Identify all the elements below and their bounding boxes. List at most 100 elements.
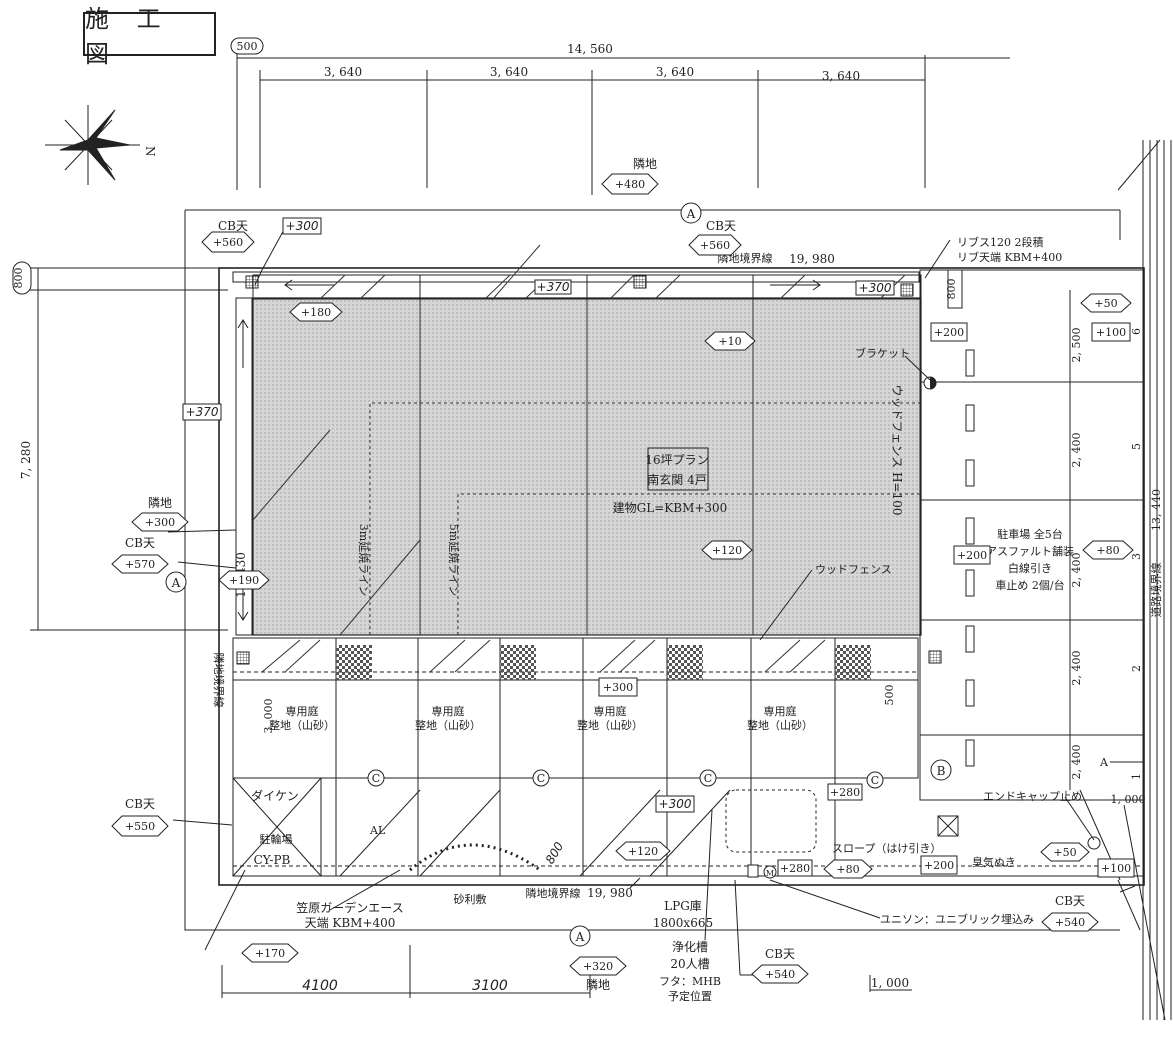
level-text-v190: +190 (229, 574, 259, 587)
marker-a-left: A (171, 576, 181, 590)
level-text-cb-left: +570 (125, 558, 155, 571)
level-text-hw-300-top: +300 (286, 219, 319, 233)
plan-entrance-label: 南玄関 4戸 (647, 472, 706, 487)
hatching-top (319, 274, 906, 300)
septic-label: 浄化槽 (672, 940, 708, 954)
level-text-hw-300-lower: +300 (659, 797, 692, 811)
boundary-left-label: 隣地境界線 (212, 653, 226, 708)
lower-walkway (232, 777, 1144, 877)
parking-label-2: アスファルト舗装 (986, 544, 1074, 558)
lpg-label: LPG庫 (664, 899, 702, 913)
cb-ten-bottom-mid-label: CB天 (765, 947, 795, 961)
marker-a-top: A (686, 207, 696, 221)
level-text-v50-top: +50 (1094, 297, 1117, 310)
level-marker-v80-lower: +80 (823, 859, 873, 879)
plan-label: 16坪プラン (645, 453, 708, 467)
level-text-neighbor-bottom: +320 (583, 960, 613, 973)
level-text-cb-left-top: +560 (213, 236, 243, 249)
level-text-cb-bottom-right: +540 (1055, 916, 1085, 929)
svg-text:M: M (766, 869, 774, 878)
level-text-v180: +180 (301, 306, 331, 319)
level-text-v200-mid: +200 (957, 549, 987, 562)
grate-icon (236, 275, 942, 665)
level-marker-neighbor-bottom: +320 (569, 956, 627, 976)
garden-right-dim: 500 (883, 685, 896, 706)
cb-ten-side-label: CB天 (125, 536, 155, 550)
level-marker-cb-left-top: +560 (201, 231, 255, 253)
level-marker-v50-lower: +50 (1040, 842, 1090, 862)
level-marker-v200-mid: +200 (953, 545, 991, 565)
neighbor-left-label: 隣地 (148, 495, 172, 510)
building-footprint (252, 297, 922, 636)
lpg-size-label: 1800x665 (653, 916, 713, 930)
marker-a-bottom: A (575, 930, 585, 944)
level-marker-v120-lower: +120 (615, 841, 671, 861)
garden-edge-label: 笠原ガーデンエース (296, 900, 403, 915)
level-marker-hw-300-lower: +300 (655, 795, 695, 813)
level-text-hw-370-mid: +370 (537, 280, 570, 294)
marker-c-1: C (372, 772, 380, 785)
level-marker-v190: +190 (218, 570, 270, 590)
stall-1: 1 (1130, 773, 1143, 780)
utility-marks (937, 789, 1121, 881)
park1-dim: 2, 500 (1070, 328, 1083, 363)
garden-label-1: 専用庭 (286, 704, 319, 718)
level-marker-neighbor-left: +300 (131, 512, 189, 532)
hatching-building (252, 244, 541, 636)
level-text-v80-lower: +80 (836, 863, 859, 876)
level-marker-v300-garden: +300 (598, 677, 638, 697)
garden-label-3: 専用庭 (594, 704, 627, 718)
garden-level-4: 整地（山砂） (747, 718, 813, 732)
level-text-cb-mid-top: +560 (700, 239, 730, 252)
row-b-right-dim: 1, 000 (1111, 793, 1146, 806)
septic-position: 予定位置 (668, 989, 712, 1003)
park4-dim: 2, 400 (1070, 651, 1083, 686)
level-text-cb-bottom-mid: +540 (765, 968, 795, 981)
marker-c-4: C (871, 774, 879, 787)
cb-ten-left-label: CB天 (218, 219, 248, 233)
right-depth-dim: 13, 440 (1150, 489, 1163, 531)
level-marker-v280-a: +280 (827, 783, 863, 801)
septic-capacity: 20人槽 (670, 957, 709, 971)
level-marker-v100-top: +100 (1091, 322, 1131, 342)
neighbor-bottom-label: 隣地 (586, 977, 610, 992)
compass-icon (45, 105, 140, 185)
marker-c-2: C (537, 772, 545, 785)
bracket-label: ブラケット (855, 346, 910, 360)
park2-dim: 2, 400 (1070, 433, 1083, 468)
garden-hatch (261, 639, 826, 673)
level-text-v100-top: +100 (1096, 326, 1126, 339)
fence-height-label: ウッドフェンス H=100 (890, 385, 904, 516)
garden-edge-height: 天端 KBM+400 (305, 916, 396, 930)
neighbor-top-label: 隣地 (633, 156, 657, 171)
level-text-cb-bottom-left: +550 (125, 820, 155, 833)
level-text-v120-lower: +120 (628, 845, 658, 858)
circle-markers: A A A B C C C C (165, 202, 952, 947)
garden-depth-dim: 3, 000 (262, 699, 275, 734)
parking-label-4: 車止め 2個/台 (995, 578, 1064, 592)
septic-lid: フタ：MHB (659, 975, 721, 988)
al-label: AL (369, 824, 386, 837)
gl-label: 建物GL=KBM+300 (613, 501, 728, 515)
parking-label-3: 白線引き (1008, 561, 1052, 575)
level-marker-cb-bottom-right: +540 (1041, 912, 1099, 932)
marker-c-3: C (704, 772, 712, 785)
level-marker-v120-mid: +120 (701, 540, 753, 560)
cb-ten-mid-label: CB天 (706, 219, 736, 233)
hw-800-label: 800 (543, 839, 567, 866)
garden-label-2: 専用庭 (432, 704, 465, 718)
lot-width-top-dim: 19, 980 (789, 252, 835, 266)
cb-ten-bottom-right-label: CB天 (1055, 894, 1085, 908)
endcap-label: エンドキャップ止め (983, 790, 1082, 803)
north-label: N (143, 146, 157, 157)
level-text-hw-300-right: +300 (859, 281, 892, 295)
slope-label: スロープ（はけ引き） (832, 841, 941, 855)
bottom-1000-dim: 1, 000 (871, 976, 909, 990)
garden-label-4: 専用庭 (764, 704, 797, 718)
garden-level-1: 整地（山砂） (269, 718, 335, 732)
unison-label: ユニソン：ユニブリック埋込み (880, 912, 1034, 926)
left-height-dim: 7, 280 (19, 441, 33, 479)
bike-parking-label: 駐輪場 (260, 832, 293, 846)
level-marker-cb-bottom-mid: +540 (751, 964, 809, 984)
